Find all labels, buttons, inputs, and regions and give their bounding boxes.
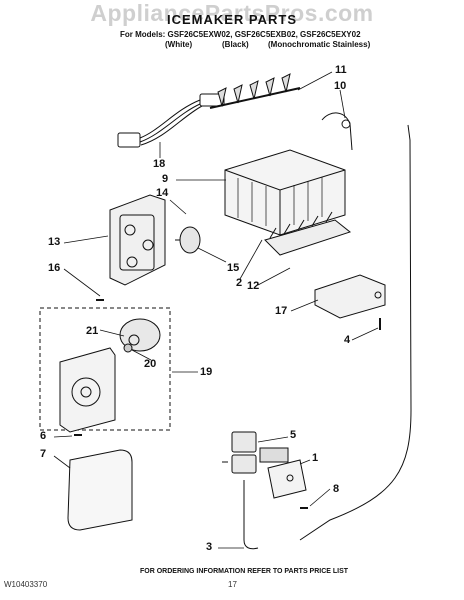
icemaker-mold <box>224 149 346 236</box>
watermark: AppliancePartsPros.com <box>90 0 374 26</box>
callout-12: 12 <box>247 280 260 292</box>
page-number: 17 <box>228 580 237 589</box>
callout-19: 19 <box>200 366 213 378</box>
page-title: ICEMAKER PARTS <box>166 12 298 27</box>
front-cover <box>67 449 133 531</box>
callout-17: 17 <box>275 305 288 317</box>
water-tube <box>299 124 412 541</box>
callout-3: 3 <box>206 541 213 553</box>
callout-2: 2 <box>236 277 243 289</box>
callout-9: 9 <box>162 173 169 185</box>
callout-7: 7 <box>40 448 47 460</box>
callout-1: 1 <box>312 452 319 464</box>
callout-15: 15 <box>227 262 240 274</box>
mounting-bracket <box>314 274 386 319</box>
variant-white: (White) <box>165 40 193 49</box>
callout-18: 18 <box>153 158 166 170</box>
wire-harness <box>117 93 225 148</box>
motor-plate <box>59 347 116 433</box>
callout-21: 21 <box>86 325 99 337</box>
callout-10: 10 <box>334 80 347 92</box>
valve-bracket <box>267 459 307 499</box>
callout-20: 20 <box>144 358 157 370</box>
heater-tray <box>264 211 352 256</box>
callout-11: 11 <box>335 64 347 76</box>
motor-coupler <box>175 226 201 254</box>
callout-14: 14 <box>156 187 169 199</box>
callout-16: 16 <box>48 262 61 274</box>
variant-stainless: (Monochromatic Stainless) <box>268 40 371 49</box>
callout-4: 4 <box>344 334 351 346</box>
water-valve <box>222 431 289 474</box>
callout-8: 8 <box>333 483 340 495</box>
callout-5: 5 <box>290 429 297 441</box>
callout-6: 6 <box>40 430 47 442</box>
model-list: For Models: GSF26C5EXW02, GSF26C5EXB02, … <box>120 30 361 39</box>
control-housing <box>109 194 166 286</box>
motor-kit-box <box>39 307 171 431</box>
callout-13: 13 <box>48 236 61 248</box>
variant-black: (Black) <box>222 40 249 49</box>
inlet-tube <box>243 480 259 550</box>
ejector-blade <box>209 73 301 109</box>
ordering-info: FOR ORDERING INFORMATION REFER TO PARTS … <box>140 568 349 575</box>
shutoff-arm <box>321 112 353 151</box>
document-number: W10403370 <box>4 580 48 589</box>
drive-motor <box>119 318 161 353</box>
